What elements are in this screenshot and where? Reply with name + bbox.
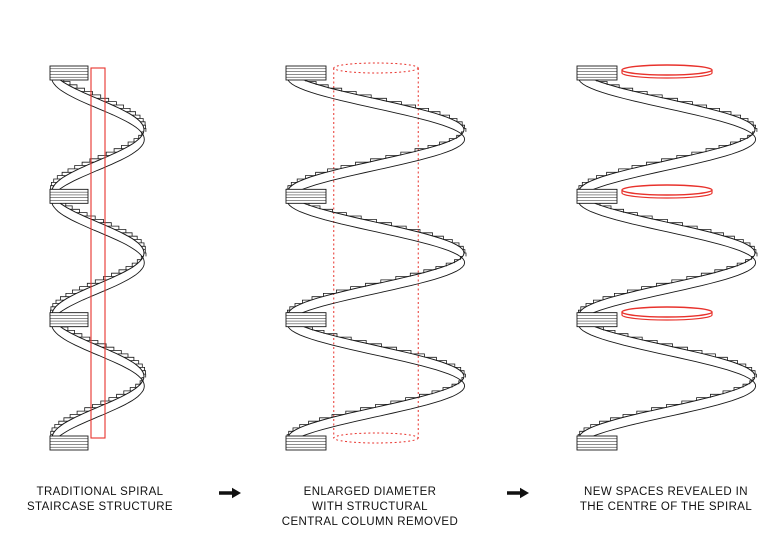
caption-new-spaces-line-2: THE CENTRE OF THE SPIRAL: [579, 501, 753, 513]
caption-new-spaces: NEW SPACES REVEALED IN THE CENTRE OF THE…: [566, 485, 766, 515]
revealed-space-ring: [621, 184, 713, 196]
landing-tread-block: [576, 188, 618, 204]
landing-tread-lines: [50, 438, 88, 448]
revealed-space-ring-edge: [621, 312, 713, 321]
landing-tread-block: [49, 188, 89, 204]
stair-underside-stringer: [577, 79, 757, 451]
landing-tread-block: [576, 312, 618, 328]
landing-tread-block: [285, 435, 327, 451]
landing-tread-lines: [577, 68, 617, 78]
revealed-space-ring: [621, 306, 713, 318]
revealed-spaces-staircase: [576, 64, 758, 451]
revealed-space-ring-edge: [621, 190, 713, 199]
landing-tread-lines: [50, 191, 88, 201]
caption-traditional-line-1: TRADITIONAL SPIRAL: [36, 486, 164, 498]
landing-tread-lines: [286, 68, 326, 78]
landing-tread-lines: [50, 68, 88, 78]
stair-treads: [576, 67, 758, 438]
revealed-space-ring: [621, 64, 713, 76]
caption-enlarged-line-1: ENLARGED DIAMETER: [303, 486, 437, 498]
removed-column-base-outline: [333, 432, 419, 444]
caption-enlarged: ENLARGED DIAMETER WITH STRUCTURAL CENTRA…: [270, 485, 470, 530]
landing-tread-block: [285, 65, 327, 81]
landing-tread-block: [49, 65, 89, 81]
caption-traditional-line-2: STAIRCASE STRUCTURE: [26, 501, 174, 513]
traditional-spiral-staircase: [49, 65, 147, 451]
central-column-outline: [90, 67, 106, 439]
landing-tread-lines: [286, 191, 326, 201]
stair-treads: [285, 67, 467, 438]
landing-tread-lines: [50, 315, 88, 325]
stair-underside-stringer: [51, 79, 145, 451]
enlarged-spiral-staircase: [285, 62, 467, 451]
caption-new-spaces-line-1: NEW SPACES REVEALED IN: [584, 486, 748, 498]
landing-tread-block: [576, 65, 618, 81]
landing-tread-lines: [577, 315, 617, 325]
stair-treads: [49, 67, 147, 438]
caption-enlarged-line-3: CENTRAL COLUMN REMOVED: [281, 516, 459, 528]
landing-tread-block: [49, 312, 89, 328]
stair-underside-stringer: [286, 79, 466, 451]
right-arrow-icon: [219, 487, 241, 499]
right-arrow-icon: [507, 487, 529, 499]
landing-tread-block: [49, 435, 89, 451]
removed-column-top-outline: [333, 62, 419, 74]
landing-tread-block: [576, 435, 618, 451]
landing-tread-block: [285, 188, 327, 204]
revealed-space-ring-edge: [621, 70, 713, 79]
caption-enlarged-line-2: WITH STRUCTURAL: [312, 501, 428, 513]
landing-tread-lines: [577, 438, 617, 448]
landing-tread-lines: [286, 438, 326, 448]
landing-tread-block: [285, 312, 327, 328]
caption-traditional: TRADITIONAL SPIRAL STAIRCASE STRUCTURE: [0, 485, 200, 515]
landing-tread-lines: [577, 191, 617, 201]
landing-tread-lines: [286, 315, 326, 325]
